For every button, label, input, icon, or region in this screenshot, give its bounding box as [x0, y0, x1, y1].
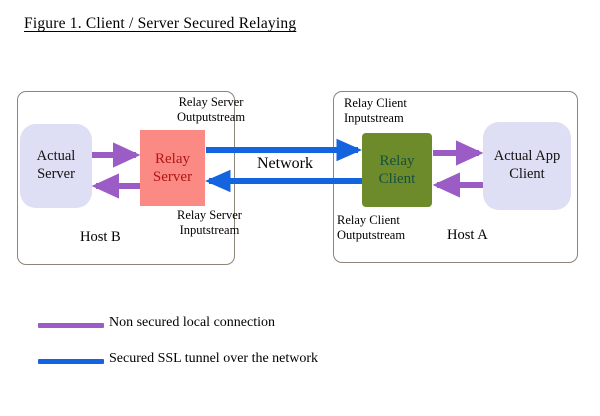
- legend-swatch-ssl-tunnel: [38, 359, 104, 364]
- relay-client-label-line1: Relay: [379, 153, 415, 169]
- legend-swatch-local-connection: [38, 323, 104, 328]
- legend-label-local-connection: Non secured local connection: [109, 315, 275, 330]
- host-a-container: [333, 91, 578, 263]
- actual-app-client-label-line2: Client: [509, 166, 545, 182]
- legend-label-ssl-tunnel: Secured SSL tunnel over the network: [109, 351, 319, 366]
- page-title: Figure 1. Client / Server Secured Relayi…: [24, 15, 297, 32]
- relay-server-label-line1: Relay: [155, 151, 190, 167]
- relay-client-label-line2: Client: [378, 171, 416, 187]
- actual-server-label-line2: Server: [37, 166, 75, 182]
- actual-app-client-label-line1: Actual App: [493, 148, 561, 165]
- host-a-label: Host A: [447, 227, 488, 243]
- actual-server-label-line1: Actual: [36, 148, 76, 165]
- relay-server-label-line2: Server: [152, 169, 193, 185]
- host-b-label: Host B: [80, 229, 121, 245]
- network-label: Network: [257, 155, 313, 172]
